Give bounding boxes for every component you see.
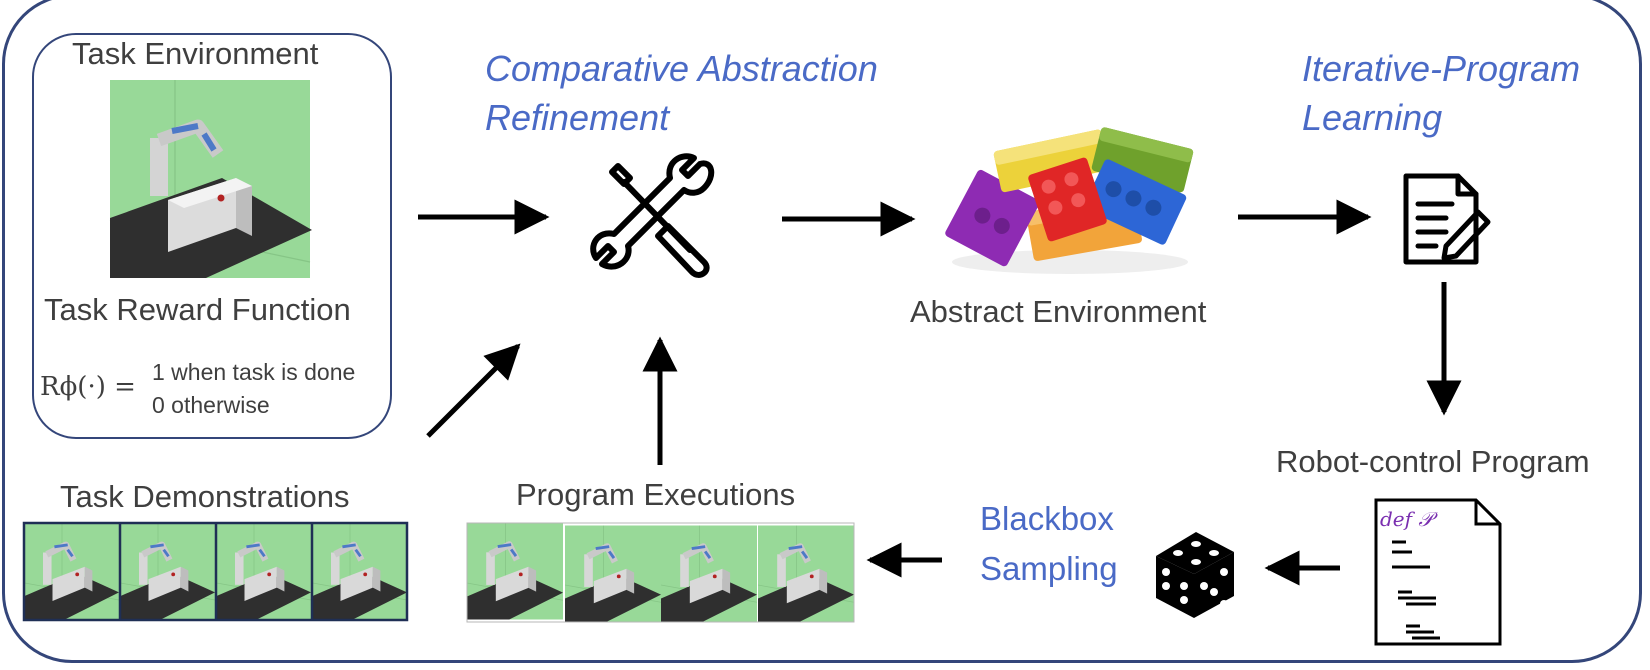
reward-case-otherwise: 0 otherwise <box>152 392 270 418</box>
task-reward-title: Task Reward Function <box>44 292 351 327</box>
task-environment-title: Task Environment <box>72 36 319 71</box>
demonstration-frames <box>22 521 409 622</box>
task-environment-box <box>32 33 392 439</box>
robot-program-label: Robot-control Program <box>1276 444 1590 479</box>
sampling-title-line1: Blackbox <box>980 500 1114 537</box>
reward-formula-lhs: Rϕ(·) = <box>40 372 136 402</box>
sampling-title-line2: Sampling <box>980 550 1118 587</box>
reward-case-done: 1 when task is done <box>152 359 356 385</box>
refinement-title-line1: Comparative Abstraction <box>485 48 878 89</box>
arrow-demos-to-refinement <box>426 343 521 438</box>
program-learning-title-line2: Learning <box>1302 97 1443 138</box>
dice-icon <box>1156 532 1234 618</box>
document-pen-icon <box>1403 173 1491 265</box>
robot-arm-icon <box>109 80 312 278</box>
execution-frames <box>466 522 855 623</box>
code-def-header: def 𝒫 <box>1380 507 1438 531</box>
code-document-icon: def 𝒫 <box>1374 498 1502 646</box>
wrench-screwdriver-icon <box>590 153 715 278</box>
flow-arrows <box>418 199 1462 586</box>
program-learning-title-line1: Iterative-Program <box>1302 48 1581 89</box>
refinement-title-line2: Refinement <box>485 97 670 138</box>
lego-bricks-icon <box>945 127 1194 274</box>
demonstrations-title: Task Demonstrations <box>60 479 350 514</box>
executions-title: Program Executions <box>516 477 796 512</box>
abstract-environment-label: Abstract Environment <box>910 294 1207 329</box>
